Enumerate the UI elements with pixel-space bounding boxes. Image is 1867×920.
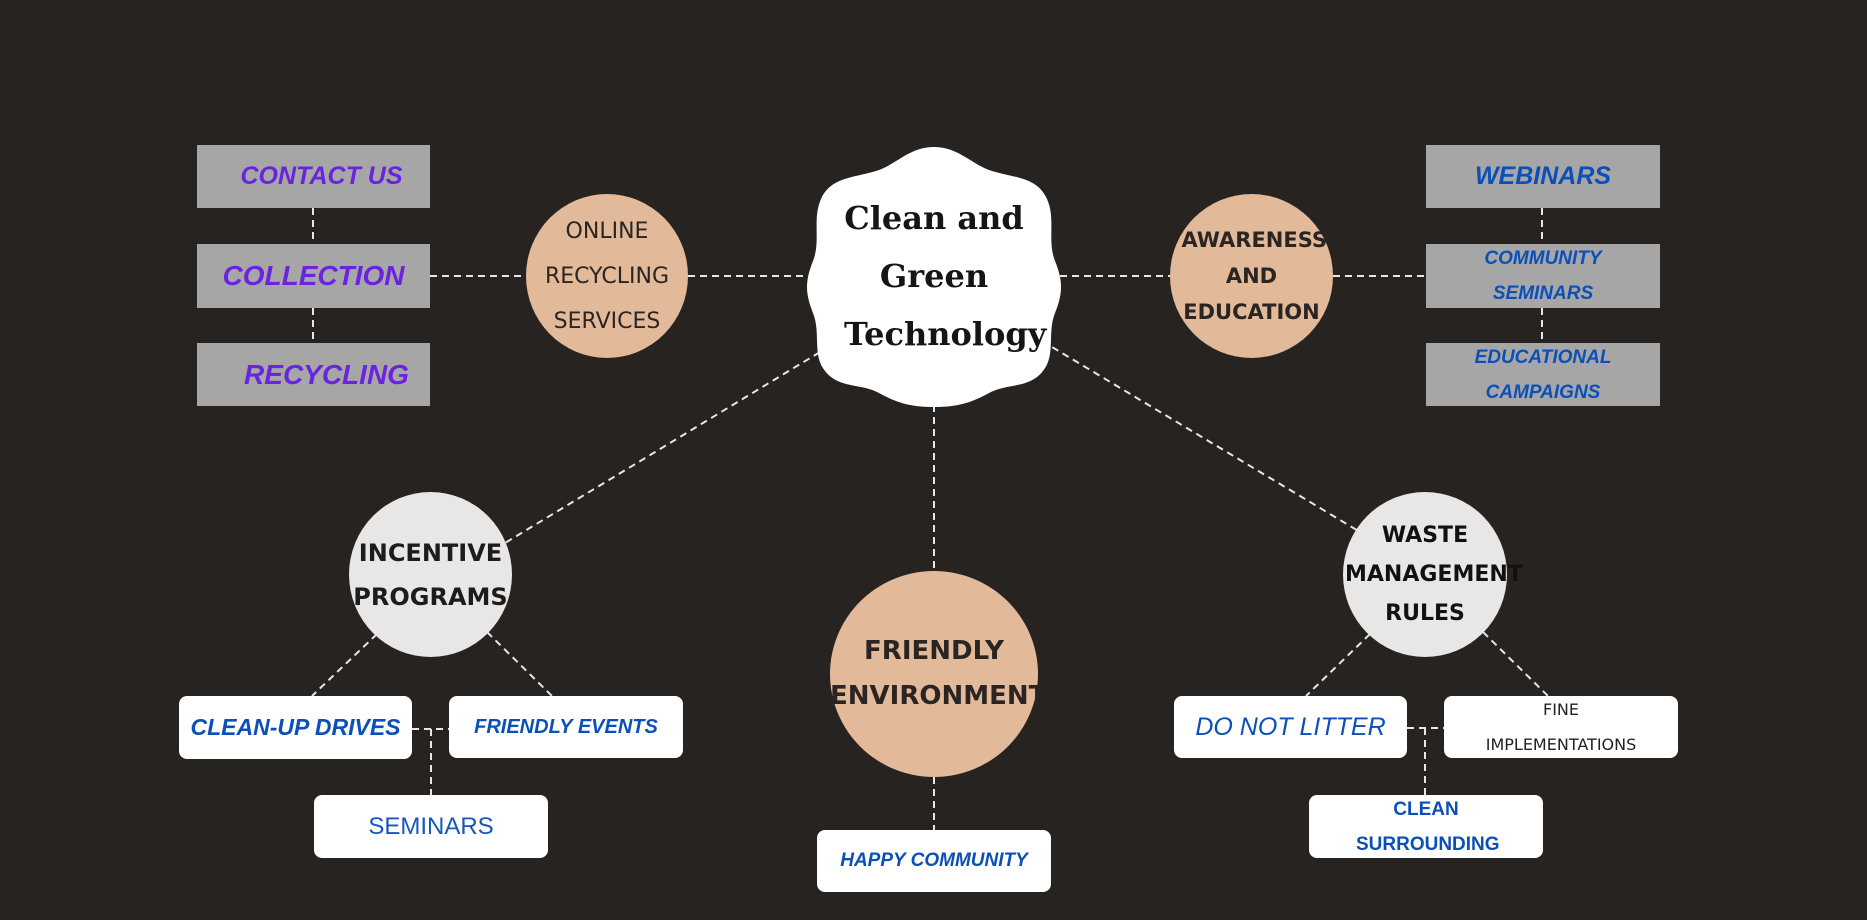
online-recycling-services-node: ONLINE RECYCLING SERVICES bbox=[526, 194, 688, 358]
happy-community-label: HAPPY COMMUNITY bbox=[840, 850, 1028, 871]
connector bbox=[1482, 631, 1549, 697]
contact-us-label: CONTACT US bbox=[240, 162, 403, 190]
connector bbox=[504, 345, 831, 544]
do-not-litter-box[interactable]: DO NOT LITTER bbox=[1174, 696, 1407, 758]
webinars-box[interactable]: WEBINARS bbox=[1426, 145, 1660, 208]
friendly-environment-node: FRIENDLY ENVIRONMENT bbox=[830, 571, 1047, 777]
incentive-programs-node: INCENTIVE PROGRAMS bbox=[349, 492, 512, 657]
clean-up-drives-label: CLEAN-UP DRIVES bbox=[190, 714, 401, 740]
center-label: Clean and Green Technology bbox=[844, 199, 1047, 353]
connector bbox=[311, 633, 378, 697]
clean-up-drives-box[interactable]: CLEAN-UP DRIVES bbox=[179, 696, 412, 759]
connector bbox=[1305, 633, 1371, 697]
community-seminars-label: COMMUNITY SEMINARS bbox=[1484, 248, 1602, 304]
educational-campaigns-box[interactable]: EDUCATIONAL CAMPAIGNS bbox=[1426, 343, 1660, 406]
awareness-education-node: AWARENESS AND EDUCATION bbox=[1170, 194, 1333, 358]
connector bbox=[1041, 340, 1361, 533]
happy-community-box[interactable]: HAPPY COMMUNITY bbox=[817, 830, 1051, 892]
recycling-label: RECYCLING bbox=[244, 358, 409, 390]
webinars-label: WEBINARS bbox=[1474, 162, 1612, 190]
clean-surrounding-label: CLEAN SURROUNDING bbox=[1356, 798, 1500, 855]
collection-box[interactable]: COLLECTION bbox=[197, 244, 430, 308]
connector bbox=[486, 631, 553, 697]
educational-campaigns-label: EDUCATIONAL CAMPAIGNS bbox=[1474, 346, 1612, 403]
seminars-box[interactable]: SEMINARS bbox=[314, 795, 548, 858]
center-node: Clean and Green Technology bbox=[820, 170, 1048, 382]
seminars-label: SEMINARS bbox=[368, 812, 494, 840]
waste-management-rules-label: WASTE MANAGEMENT RULES bbox=[1345, 523, 1523, 626]
center-node-shape bbox=[807, 147, 1061, 407]
recycling-box[interactable]: RECYCLING bbox=[197, 343, 430, 406]
friendly-events-label: FRIENDLY EVENTS bbox=[474, 715, 658, 738]
friendly-events-box[interactable]: FRIENDLY EVENTS bbox=[449, 696, 683, 758]
clean-surrounding-box[interactable]: CLEAN SURROUNDING bbox=[1309, 795, 1543, 858]
collection-label: COLLECTION bbox=[222, 260, 405, 291]
friendly-environment-label: FRIENDLY ENVIRONMENT bbox=[830, 636, 1047, 711]
online-recycling-services-label: ONLINE RECYCLING SERVICES bbox=[544, 218, 669, 334]
awareness-education-label: AWARENESS AND EDUCATION bbox=[1181, 228, 1328, 324]
contact-us-box[interactable]: CONTACT US bbox=[197, 145, 430, 208]
do-not-litter-label: DO NOT LITTER bbox=[1195, 712, 1386, 741]
incentive-programs-label: INCENTIVE PROGRAMS bbox=[353, 538, 508, 611]
fine-implementations-label: FINE IMPLEMENTATIONS bbox=[1485, 700, 1637, 754]
fine-implementations-box[interactable]: FINE IMPLEMENTATIONS bbox=[1444, 696, 1678, 758]
waste-management-rules-node: WASTE MANAGEMENT RULES bbox=[1343, 492, 1523, 657]
community-seminars-box[interactable]: COMMUNITY SEMINARS bbox=[1426, 244, 1660, 308]
